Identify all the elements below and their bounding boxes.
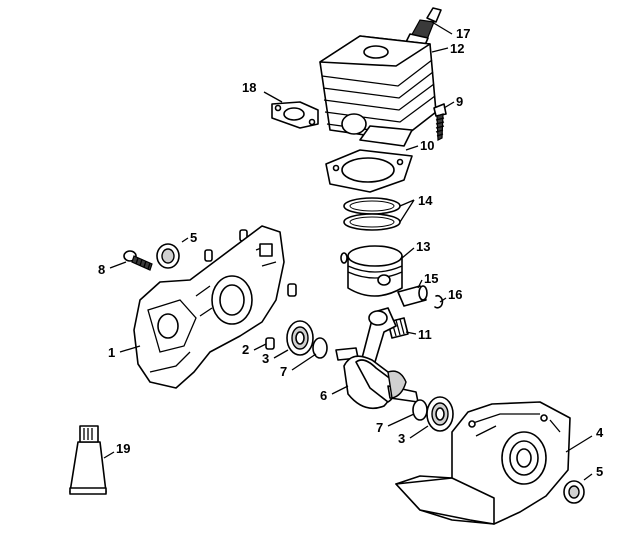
cylinder-gasket[interactable] (325, 149, 413, 193)
crankcase-screw[interactable] (123, 250, 153, 271)
callout-labels: 1 2 3 3 4 5 5 6 7 7 8 9 10 11 12 13 14 1… (98, 26, 604, 479)
callout-3: 3 (398, 431, 405, 446)
callout-17: 17 (456, 26, 470, 41)
callout-1: 1 (108, 345, 115, 360)
callout-8: 8 (98, 262, 105, 277)
dowel-pins[interactable] (204, 229, 297, 350)
callout-2: 2 (242, 342, 249, 357)
callout-12: 12 (450, 41, 464, 56)
callout-5: 5 (190, 230, 197, 245)
callout-3: 3 (262, 351, 269, 366)
callout-4: 4 (596, 425, 604, 440)
callout-7: 7 (280, 364, 287, 379)
callout-14: 14 (418, 193, 433, 208)
exhaust-gasket[interactable] (271, 101, 319, 129)
callout-19: 19 (116, 441, 130, 456)
oil-seal-upper[interactable] (312, 337, 328, 359)
cylinder-screw[interactable] (433, 103, 447, 141)
piston-pin[interactable] (397, 285, 428, 307)
oil-seal-lower[interactable] (412, 399, 428, 421)
cylinder[interactable] (319, 35, 437, 147)
oil-seal-5-upper[interactable] (156, 243, 180, 269)
leader-lines (103, 21, 593, 481)
grease-tube[interactable] (69, 425, 107, 495)
callout-13: 13 (416, 239, 430, 254)
callout-6: 6 (320, 388, 327, 403)
crankshaft[interactable] (335, 307, 419, 410)
callout-10: 10 (420, 138, 434, 153)
snap-ring[interactable] (434, 294, 444, 309)
callout-5: 5 (596, 464, 603, 479)
callout-15: 15 (424, 271, 438, 286)
crankcase-half-lower[interactable] (395, 401, 571, 525)
callout-11: 11 (418, 327, 432, 342)
callout-18: 18 (242, 80, 256, 95)
callout-16: 16 (448, 287, 462, 302)
piston[interactable] (340, 245, 403, 297)
ball-bearing-upper[interactable] (286, 320, 314, 356)
callout-7: 7 (376, 420, 383, 435)
piston-rings[interactable] (343, 197, 401, 231)
ball-bearing-lower[interactable] (426, 396, 454, 432)
callout-9: 9 (456, 94, 463, 109)
crankcase-half[interactable] (133, 225, 285, 389)
oil-seal-5-lower[interactable] (563, 480, 585, 504)
